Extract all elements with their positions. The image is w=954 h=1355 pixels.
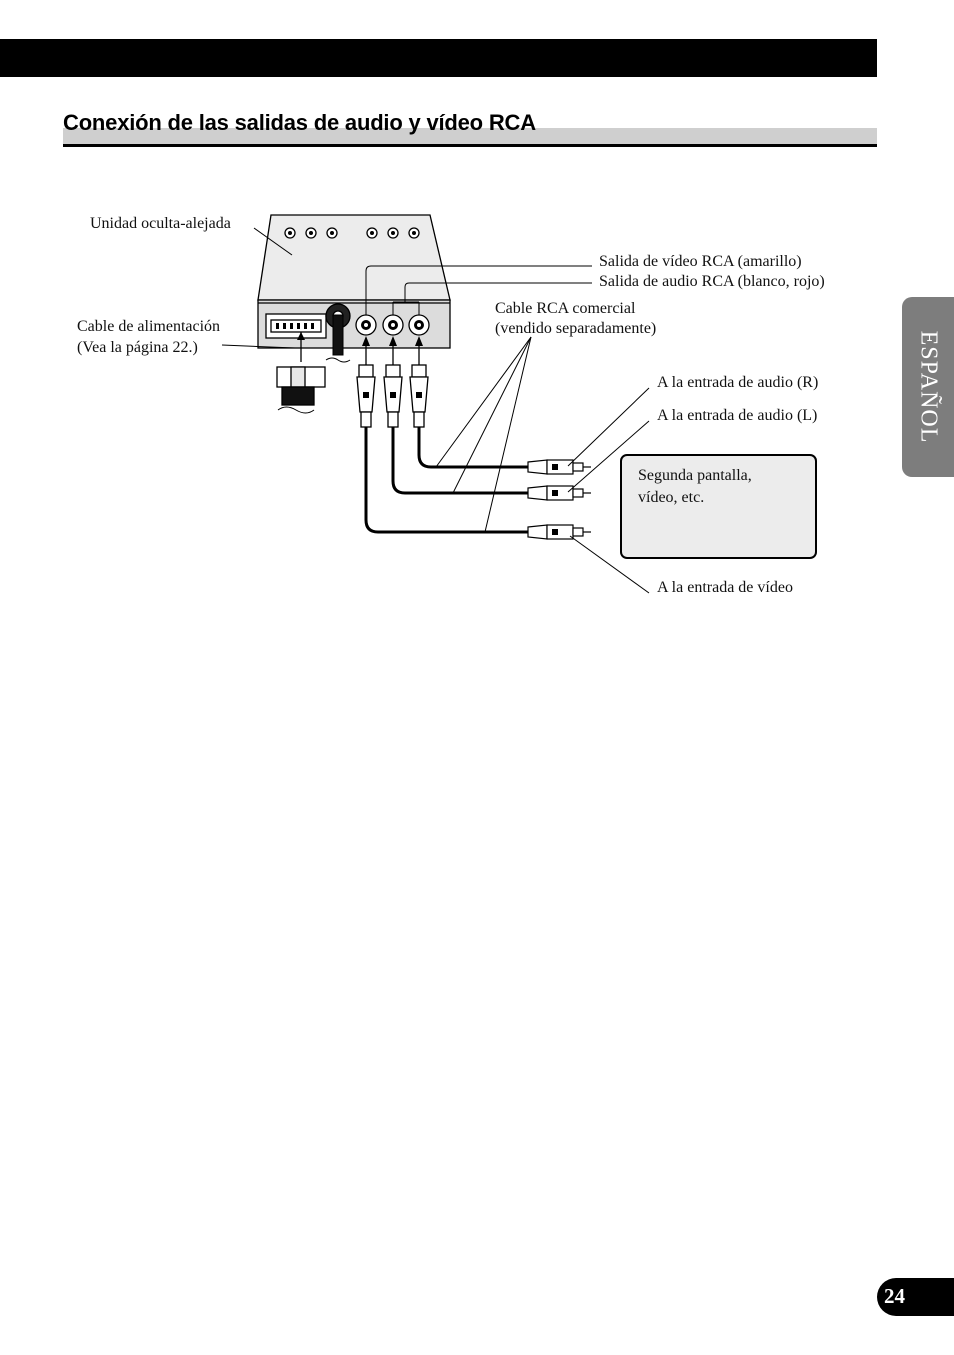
label-power-cable-note: (Vea la página 22.) [77,339,198,356]
rca-plugs-unit-side [356,336,429,428]
header-bar [0,39,877,77]
label-audio-in-r: A la entrada de audio (R) [657,374,819,391]
label-audio-in-l: A la entrada de audio (L) [657,407,818,424]
language-tab-label: ESPAÑOL [915,330,942,444]
rca-plugs-display-side [527,459,591,540]
label-second-display: Segunda pantalla, [638,467,752,484]
label-rca-cable: Cable RCA comercial [495,300,636,317]
label-second-display-note: vídeo, etc. [638,489,705,506]
page-title: Conexión de las salidas de audio y vídeo… [63,110,536,135]
second-display-box [620,454,817,559]
label-video-in: A la entrada de vídeo [657,579,793,596]
hideaway-unit [257,214,451,349]
title-band [63,128,877,144]
label-video-out: Salida de vídeo RCA (amarillo) [599,253,802,270]
language-tab [902,297,954,477]
label-audio-out: Salida de audio RCA (blanco, rojo) [599,273,825,290]
power-plug [276,332,326,414]
label-hideaway-unit: Unidad oculta-alejada [90,215,231,232]
leader-lines [221,227,650,594]
title-underline [63,144,877,147]
label-rca-cable-note: (vendido separadamente) [495,320,657,337]
page-number: 24 [884,1284,905,1308]
page-number-badge [877,1278,954,1316]
rca-cables [364,427,530,534]
label-power-cable: Cable de alimentación [77,318,221,335]
